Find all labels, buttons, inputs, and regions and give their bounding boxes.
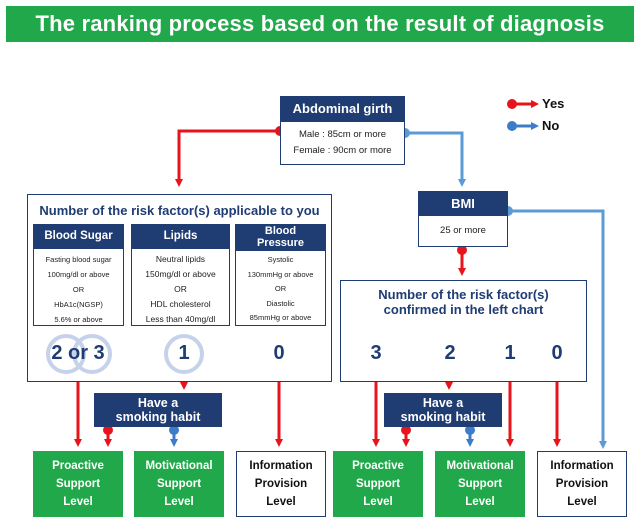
- blood-sugar-line-2: 100mg/dl or above: [47, 270, 110, 279]
- bmi-box: 25 or more: [418, 215, 508, 247]
- legend-no-arrow: [507, 121, 539, 131]
- blood-sugar-line-3: OR: [72, 285, 85, 294]
- left-smoking-no-arrow: [169, 425, 179, 447]
- left-count-1: 1: [178, 342, 190, 364]
- lipids-box: Neutral lipids 150mg/dl or above OR HDL …: [131, 248, 230, 326]
- confirmed-title-line-2: confirmed in the left chart: [383, 302, 544, 317]
- legend-yes-label: Yes: [542, 96, 565, 111]
- lipids-line-3: OR: [174, 284, 187, 294]
- outcome-motivational-left: Motivational Support Level: [134, 451, 224, 517]
- lipids-line-2: 150mg/dl or above: [145, 269, 216, 279]
- abdominal-yes-path: [175, 126, 285, 187]
- right-smoking-line-2: smoking habit: [400, 410, 486, 424]
- blood-sugar-box: Fasting blood sugar 100mg/dl or above OR…: [33, 248, 124, 326]
- outcome-line: Information: [550, 460, 614, 472]
- bmi-yes-path: [457, 245, 467, 276]
- right-smoking-line-1: Have a: [422, 396, 464, 410]
- outcome-line: Support: [156, 478, 202, 490]
- left-count-2or3: 2 or 3: [51, 342, 105, 364]
- blood-pressure-header: Blood Pressure: [235, 224, 326, 250]
- outcome-line: Information: [249, 460, 313, 472]
- outcome-line: Provision: [555, 478, 609, 490]
- outcome-motivational-right: Motivational Support Level: [435, 451, 525, 517]
- blood-sugar-line-1: Fasting blood sugar: [45, 255, 112, 264]
- blood-pressure-line-2: 130mmHg or above: [247, 269, 314, 279]
- left-smoking-yes-arrow: [103, 425, 113, 447]
- lipids-line-4: HDL cholesterol: [150, 299, 211, 309]
- right-count-2: 2: [444, 342, 456, 364]
- outcome-line: Support: [355, 478, 401, 490]
- outcome-proactive-left: Proactive Support Level: [33, 451, 123, 517]
- outcome-line: Level: [266, 496, 296, 508]
- blood-sugar-header: Blood Sugar: [33, 224, 124, 248]
- left-count-0: 0: [273, 342, 285, 364]
- blood-pressure-box: Systolic 130mmHg or above OR Diastolic 8…: [235, 250, 326, 326]
- right-smoking-box: Have a smoking habit: [384, 393, 502, 427]
- blood-pressure-header-line-2: Pressure: [256, 237, 305, 249]
- lipids-line-1: Neutral lipids: [155, 254, 206, 264]
- outcome-line: Level: [63, 496, 93, 508]
- bmi-value: 25 or more: [440, 225, 486, 236]
- outcome-line: Motivational: [446, 460, 514, 472]
- legend-yes-arrow: [507, 99, 539, 109]
- lipids-line-5: Less than 40mg/dl: [145, 314, 216, 324]
- outcome-line: Proactive: [52, 460, 104, 472]
- outcome-information-left: Information Provision Level: [236, 451, 326, 517]
- left-smoking-box: Have a smoking habit: [94, 393, 222, 427]
- right-smoking-no-arrow: [465, 425, 475, 447]
- outcome-proactive-right: Proactive Support Level: [333, 451, 423, 517]
- abdominal-girth-box: Male : 85cm or more Female : 90cm or mor…: [280, 121, 405, 165]
- right-count-1: 1: [504, 342, 516, 364]
- abdominal-no-path: [400, 128, 466, 187]
- left-smoking-line-2: smoking habit: [115, 410, 201, 424]
- blood-pressure-header-line-1: Blood: [264, 225, 297, 237]
- outcome-line: Motivational: [145, 460, 213, 472]
- outcome-line: Level: [465, 496, 495, 508]
- confirmed-risk-panel: Number of the risk factor(s) confirmed i…: [340, 280, 587, 382]
- lipids-header: Lipids: [131, 224, 230, 248]
- outcome-line: Support: [55, 478, 101, 490]
- risk-panel-title: Number of the risk factor(s) applicable …: [39, 203, 320, 218]
- outcome-line: Support: [457, 478, 503, 490]
- page-title: The ranking process based on the result …: [6, 6, 634, 42]
- outcome-line: Proactive: [352, 460, 404, 472]
- outcome-information-right: Information Provision Level: [537, 451, 627, 517]
- abdominal-girth-header: Abdominal girth: [280, 96, 405, 121]
- outcome-line: Level: [363, 496, 393, 508]
- right-count-3: 3: [370, 342, 382, 364]
- blood-sugar-line-5: 5.6% or above: [54, 315, 103, 324]
- abdominal-male: Male : 85cm or more: [298, 129, 387, 140]
- bmi-header: BMI: [418, 191, 508, 215]
- legend-no-label: No: [542, 118, 560, 133]
- right-smoking-yes-arrow: [401, 425, 411, 447]
- blood-pressure-line-3: OR: [274, 284, 287, 293]
- confirmed-title-line-1: Number of the risk factor(s): [378, 287, 549, 302]
- outcome-line: Provision: [254, 478, 308, 490]
- blood-pressure-line-5: 85mmHg or above: [249, 313, 312, 322]
- left-smoking-line-1: Have a: [137, 396, 179, 410]
- blood-sugar-line-4: HbA1c(NGSP): [54, 300, 103, 309]
- abdominal-female: Female : 90cm or more: [293, 145, 392, 156]
- blood-pressure-line-1: Systolic: [267, 255, 294, 264]
- blood-pressure-line-4: Diastolic: [266, 298, 295, 308]
- outcome-line: Level: [567, 496, 597, 508]
- right-count-0: 0: [551, 342, 563, 364]
- outcome-line: Level: [164, 496, 194, 508]
